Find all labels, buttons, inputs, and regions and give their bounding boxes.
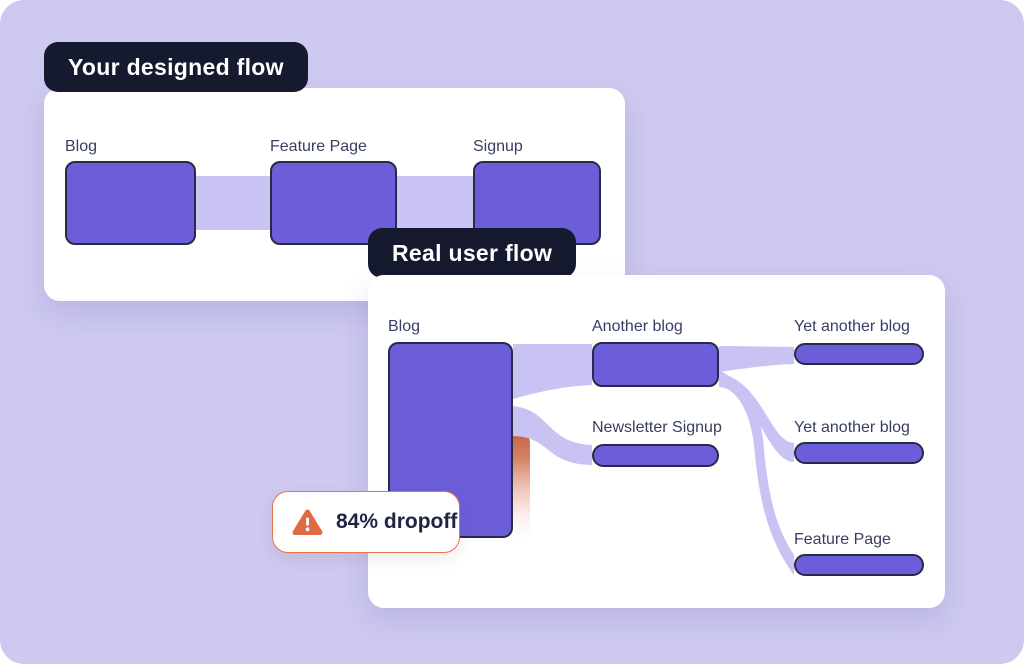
node-label-yet-another-blog-2: Yet another blog: [794, 419, 910, 436]
ribbon-anotherblog-yab2: [719, 373, 794, 462]
connector-blog-featurepage: [194, 176, 272, 230]
node-newsletter-signup: [592, 444, 719, 467]
node-yet-another-blog-1: [794, 343, 924, 365]
node-label-another-blog: Another blog: [592, 318, 683, 335]
node-label-feature-page: Feature Page: [794, 531, 891, 548]
real-flow-title-badge: Real user flow: [368, 228, 577, 278]
node-label-feature-page: Feature Page: [270, 138, 367, 155]
node-label-signup: Signup: [473, 138, 523, 155]
ribbon-anotherblog-yab1: [719, 346, 794, 372]
node-yet-another-blog-2: [794, 442, 924, 464]
node-blog: [65, 161, 196, 245]
node-label-blog: Blog: [388, 318, 421, 335]
ribbon-anotherblog-featurepage: [719, 370, 794, 575]
designed-flow-title-badge: Your designed flow: [44, 42, 308, 92]
connector-featurepage-signup: [395, 176, 475, 230]
warning-triangle-icon: [292, 508, 323, 536]
sankey-ribbons: [513, 344, 794, 575]
real-flow-card: Blog Another blog Yet another blog Newsl…: [368, 275, 945, 608]
dropoff-badge: 84% dropoff: [272, 491, 460, 553]
node-label-yet-another-blog-1: Yet another blog: [794, 318, 910, 335]
ribbon-blog-anotherblog: [513, 344, 592, 399]
ribbon-blog-newsletter: [513, 406, 592, 465]
dropoff-label: 84% dropoff: [336, 510, 458, 533]
node-feature-page: [794, 554, 924, 576]
node-label-blog: Blog: [65, 138, 98, 155]
node-another-blog: [592, 342, 719, 387]
ribbon-blog-dropoff: [513, 423, 530, 541]
node-label-newsletter-signup: Newsletter Signup: [592, 419, 722, 436]
